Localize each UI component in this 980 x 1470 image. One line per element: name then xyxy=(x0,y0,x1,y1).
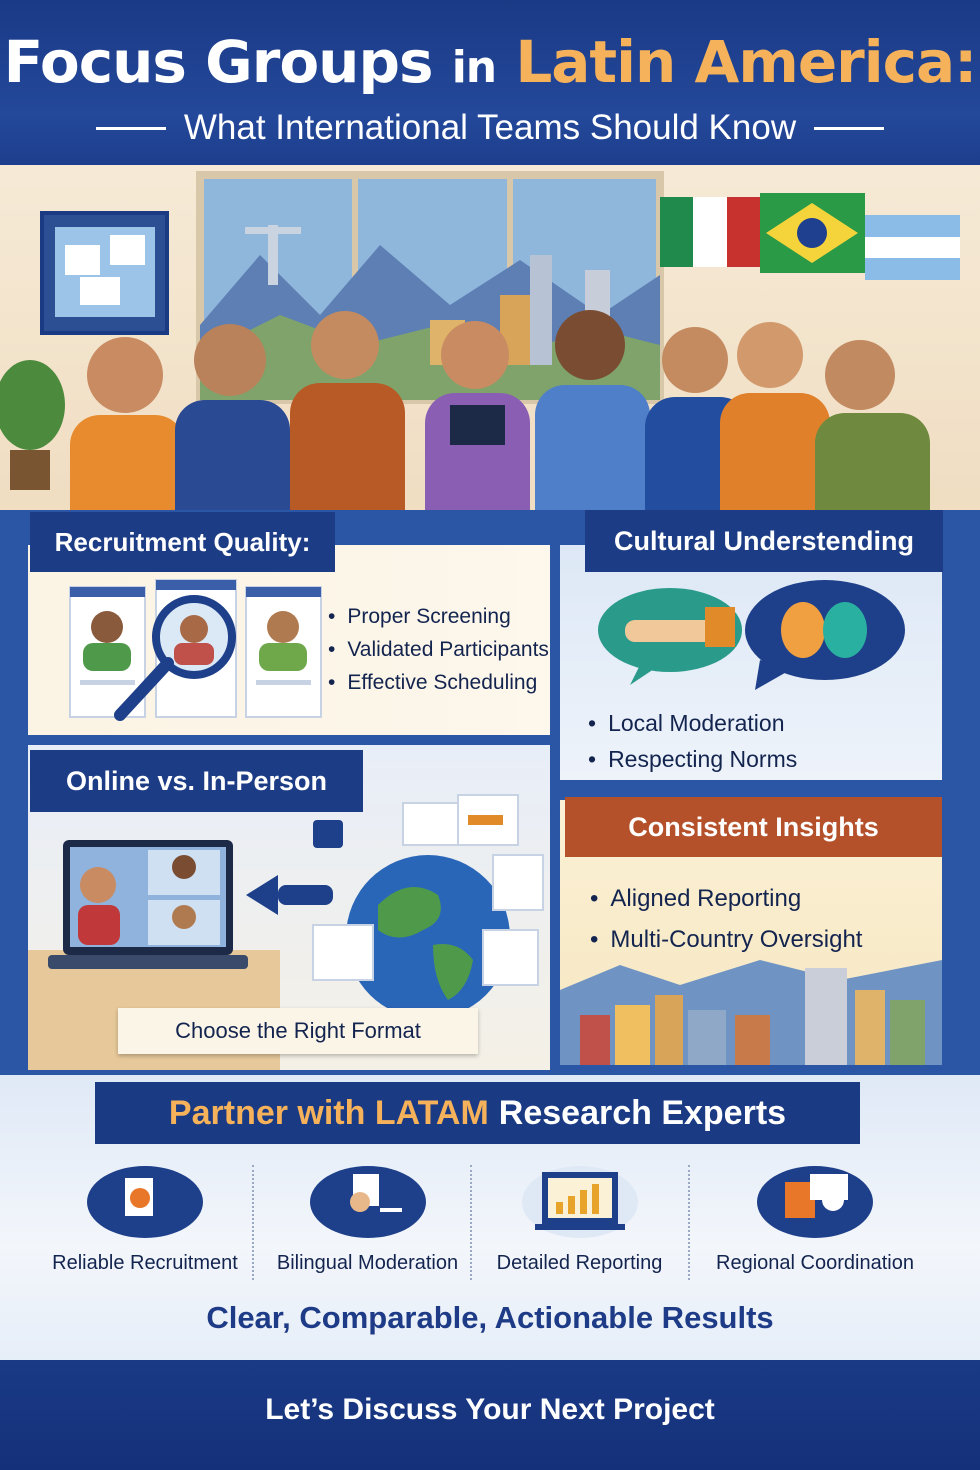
feature-bilingual-moderation: Bilingual Moderation xyxy=(270,1160,465,1275)
cultural-bullet: Local Moderation xyxy=(588,705,797,741)
format-caption: Choose the Right Format xyxy=(118,1008,478,1054)
hero-illustration xyxy=(0,165,980,545)
subtitle-row: What International Teams Should Know xyxy=(0,108,980,148)
insights-bullet: Aligned Reporting xyxy=(590,878,862,919)
header-banner xyxy=(0,0,980,165)
partner-title: Partner with LATAM Research Experts xyxy=(95,1082,860,1144)
cta-text[interactable]: Let’s Discuss Your Next Project xyxy=(265,1393,715,1426)
recruitment-bullets: Proper Screening Validated Participants … xyxy=(328,600,549,699)
participants-group xyxy=(70,310,930,545)
page-subtitle: What International Teams Should Know xyxy=(183,108,797,147)
page-title: Focus Groups in Latin America: xyxy=(3,28,978,96)
recruitment-bullet: Effective Scheduling xyxy=(328,666,549,699)
feature-divider xyxy=(470,1165,472,1280)
subtitle-rule-left xyxy=(95,126,166,130)
feature-reliable-recruitment: Reliable Recruitment xyxy=(50,1160,240,1275)
feature-divider xyxy=(252,1165,254,1280)
cultural-bullet: Respecting Norms xyxy=(588,741,797,777)
recruitment-bullet: Validated Participants xyxy=(328,633,549,666)
city-skyline-graphic xyxy=(560,960,942,1065)
results-tagline: Clear, Comparable, Actionable Results xyxy=(206,1300,774,1335)
insights-bullets: Aligned Reporting Multi-Country Oversigh… xyxy=(590,878,862,960)
recruitment-bullet: Proper Screening xyxy=(328,600,549,633)
feature-regional-coordination: Regional Coordination xyxy=(710,1160,920,1275)
coordination-icon xyxy=(757,1166,873,1238)
recruitment-title: Recruitment Quality: xyxy=(30,512,335,572)
focus-group-scene xyxy=(0,171,960,545)
footer-banner xyxy=(0,1360,980,1470)
moderation-icon xyxy=(309,1166,426,1238)
recruitment-profiles-graphic xyxy=(69,579,322,721)
cultural-title: Cultural Understending xyxy=(585,510,943,572)
feature-label: Detailed Reporting xyxy=(496,1252,663,1274)
insights-bullet: Multi-Country Oversight xyxy=(590,919,862,960)
cultural-panel: Local Moderation Respecting Norms xyxy=(560,545,942,780)
feature-label: Regional Coordination xyxy=(716,1252,914,1274)
cultural-bullets: Local Moderation Respecting Norms xyxy=(588,705,797,777)
feature-divider xyxy=(688,1165,690,1280)
insights-title: Consistent Insights xyxy=(565,797,942,857)
online-title: Online vs. In-Person xyxy=(30,750,363,812)
recruitment-icon xyxy=(87,1166,203,1238)
recruitment-panel: Proper Screening Validated Participants … xyxy=(28,545,550,735)
cultural-icons-graphic xyxy=(598,580,905,690)
feature-label: Reliable Recruitment xyxy=(52,1252,238,1274)
subtitle-rule-right xyxy=(814,126,885,130)
feature-detailed-reporting: Detailed Reporting xyxy=(487,1160,672,1275)
feature-label: Bilingual Moderation xyxy=(276,1252,459,1274)
reporting-icon xyxy=(521,1166,638,1238)
